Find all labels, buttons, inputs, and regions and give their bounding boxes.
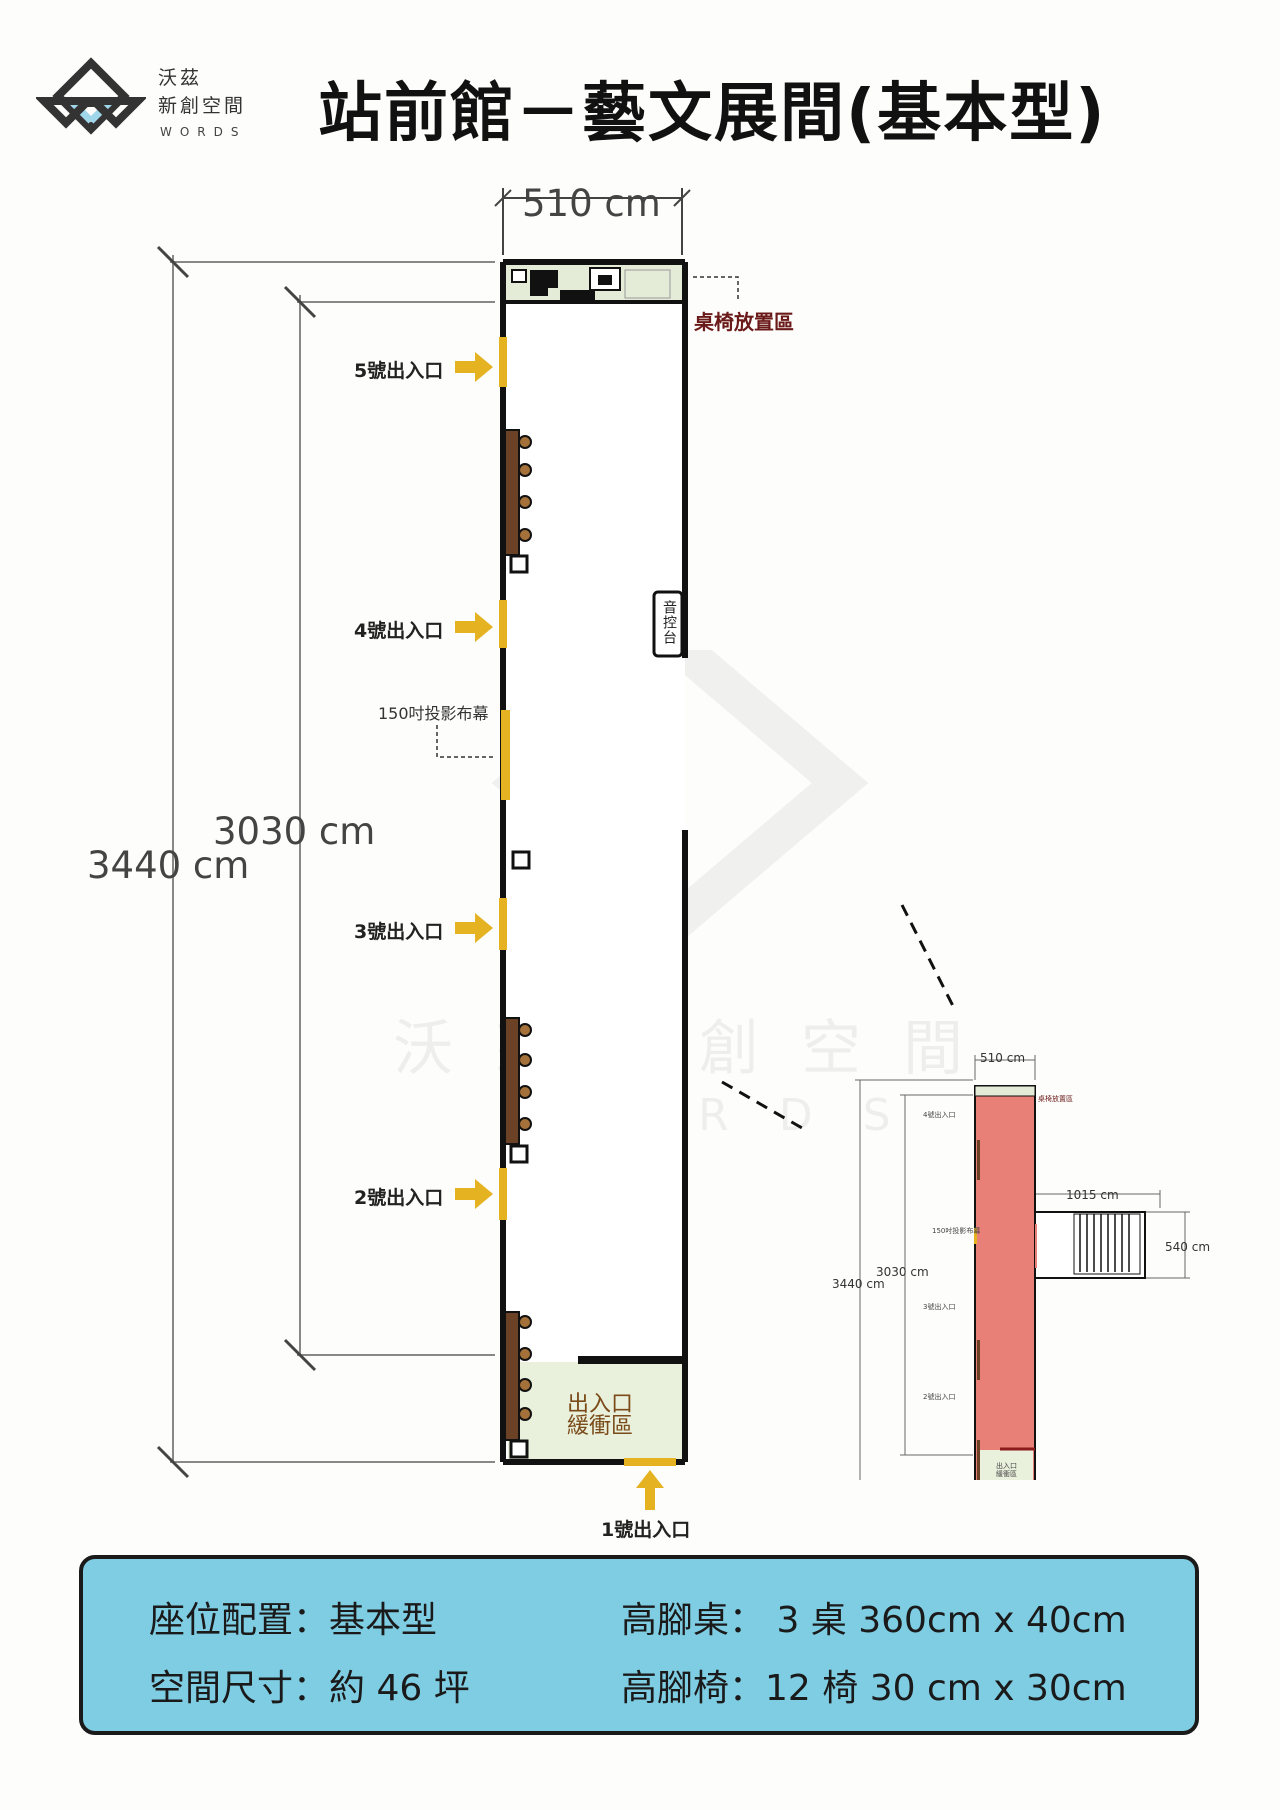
high-table-3 [504,1311,532,1459]
mini-inner-length-label: 3030 cm [876,1265,929,1279]
walls [500,259,688,1465]
buffer-zone-label: 出入口 緩衝區 [560,1394,640,1438]
main-floor-plan [156,188,957,1510]
hall-floor [503,262,685,1462]
seating-layout-text: 座位配置：基本型 [149,1600,438,1641]
console-label: 音控台 [661,600,677,645]
high-tables-text: 高腳桌： 3 桌 360cm x 40cm [621,1600,1127,1641]
inner-length-dimension [283,285,495,1372]
screen-leader-line [436,725,493,758]
column-marker [511,850,531,870]
page-title: 站前館－藝文展間(基本型) [318,77,1107,151]
info-panel: 座位配置：基本型 空間尺寸：約 46 坪 高腳桌： 3 桌 360cm x 40… [79,1555,1199,1735]
callout-line-top [900,904,957,1011]
buffer-zone-area [508,1362,683,1460]
mini-width-label: 510 cm [980,1051,1026,1065]
callout-line-bottom [721,1080,803,1130]
entrance-5-label: 5號出入口 [354,360,444,382]
sound-console [652,590,684,658]
mini-annex-depth-label: 540 cm [1165,1240,1211,1254]
entrance-4-label: 4號出入口 [354,620,444,642]
buffer-zone-line1: 出入口 [566,1392,633,1417]
mini-buffer-line2: 緩衝區 [996,1470,1017,1478]
total-length-dimension [156,245,495,1479]
furniture-leader-line [693,276,739,300]
mini-hall-floor [974,1085,1036,1480]
logo-words: WORDS [160,125,247,139]
logo-text-line2: 新創空間 [158,95,247,117]
mini-buffer-line1: 出入口 [996,1462,1017,1470]
logo: 沃茲 新創空間 WORDS [36,55,266,150]
mini-entrance-2-label: 2號出入口 [923,1393,956,1401]
total-length-label: 3440 cm [87,844,250,887]
logo-text-line1: 沃茲 [158,67,203,89]
logo-mark-icon [36,57,146,135]
mini-entrance-4-label: 4號出入口 [923,1111,956,1119]
mini-floor-plan [855,1055,1190,1480]
furniture-area-label: 桌椅放置區 [694,310,794,334]
mini-entrance-3-label: 3號出入口 [923,1303,956,1311]
high-chairs-text: 高腳椅：12 椅 30 cm x 30cm [621,1668,1127,1709]
mini-screen-label: 150吋投影布幕 [932,1227,981,1235]
screen-label: 150吋投影布幕 [378,704,489,723]
width-label: 510 cm [522,182,661,225]
entrance-arrows [455,352,664,1510]
entrance-3-label: 3號出入口 [354,921,444,943]
entrance-1-label: 1號出入口 [601,1519,691,1541]
mini-total-length-label: 3440 cm [832,1277,885,1291]
space-size-text: 空間尺寸：約 46 坪 [149,1668,470,1709]
mini-annex-width-label: 1015 cm [1066,1188,1119,1202]
buffer-zone-line2: 緩衝區 [566,1414,633,1439]
high-table-2 [504,1017,532,1164]
high-table-1 [504,429,532,574]
mini-furniture-area-label: 桌椅放置區 [1038,1095,1073,1103]
width-dimension [494,188,691,255]
entrance-2-label: 2號出入口 [354,1187,444,1209]
entrance-doors [499,337,676,1466]
inner-length-label: 3030 cm [213,810,376,853]
